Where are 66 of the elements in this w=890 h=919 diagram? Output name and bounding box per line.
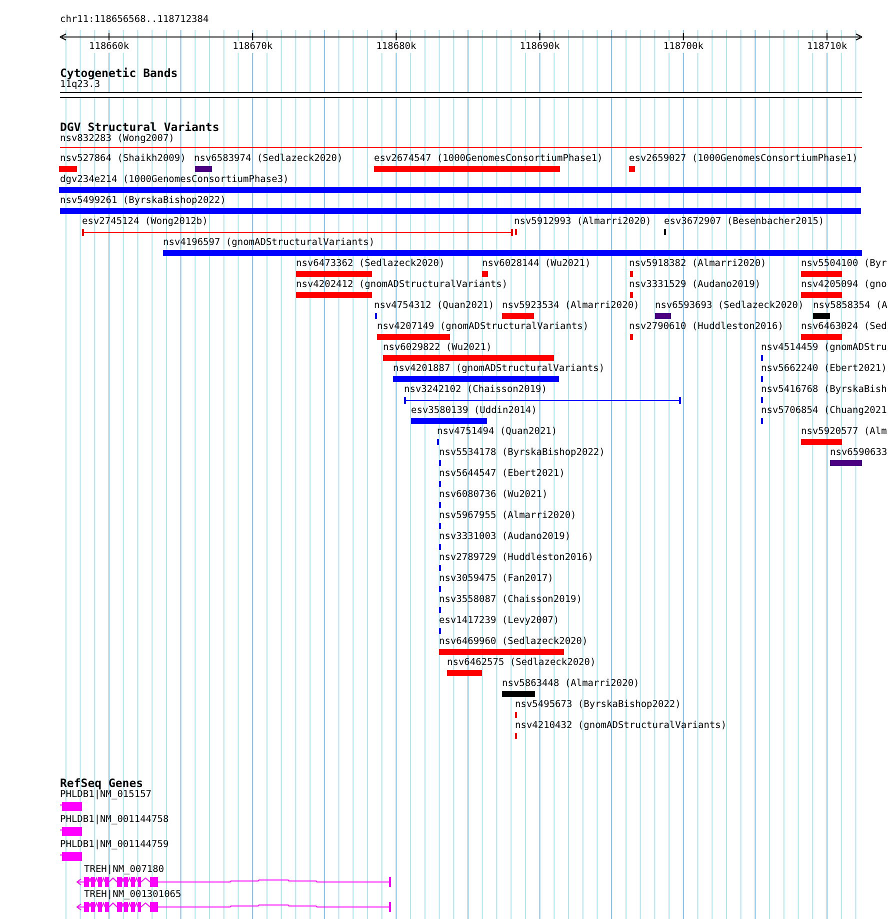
- variant-label: nsv5863448 (Almarri2020): [502, 678, 640, 690]
- variant-label: nsv527864 (Shaikh2009): [60, 153, 186, 165]
- variant-label: nsv5923534 (Almarri2020): [502, 300, 640, 312]
- axis-tick-label: 118710k: [806, 41, 848, 53]
- variant-label: nsv6593693 (Sedlazeck2020): [655, 300, 804, 312]
- variant-label: nsv6590633: [830, 447, 888, 459]
- variant-label: esv2674547 (1000GenomesConsortiumPhase1): [374, 153, 603, 165]
- track-title: DGV Structural Variants: [60, 121, 220, 133]
- variant-label: nsv6462575 (Sedlazeck2020): [447, 657, 596, 669]
- variant-label: esv2745124 (Wong2012b): [82, 216, 208, 228]
- variant-label: nsv3331529 (Audano2019): [629, 279, 761, 291]
- variant-label: nsv5706854 (Chuang2021: [761, 405, 887, 417]
- axis-tick-label: 118680k: [375, 41, 418, 53]
- region-label: chr11:118656568..118712384: [60, 14, 209, 26]
- axis-tick-label: 118690k: [518, 41, 561, 53]
- variant-label: nsv5918382 (Almarri2020): [629, 258, 766, 270]
- variant-label: nsv4196597 (gnomADStructuralVariants): [163, 237, 375, 249]
- variant-label: nsv832283 (Wong2007): [60, 133, 174, 145]
- variant-label: nsv6463024 (Sed: [801, 321, 887, 333]
- variant-label: nsv4207149 (gnomADStructuralVariants): [377, 321, 589, 333]
- gene-label: PHLDB1|NM_015157: [60, 789, 152, 801]
- variant-label: nsv2789729 (Huddleston2016): [439, 552, 594, 564]
- variant-label: nsv6469960 (Sedlazeck2020): [439, 636, 588, 648]
- variant-label: dgv234e214 (1000GenomesConsortiumPhase3): [60, 174, 289, 186]
- variant-label: esv2659027 (1000GenomesConsortiumPhase1): [629, 153, 858, 165]
- variant-label: nsv6473362 (Sedlazeck2020): [296, 258, 445, 270]
- variant-label: nsv5416768 (ByrskaBish: [761, 384, 887, 396]
- variant-label: nsv3558087 (Chaisson2019): [439, 594, 582, 606]
- variant-label: nsv2790610 (Huddleston2016): [629, 321, 784, 333]
- variant-label: esv3672907 (Besenbacher2015): [664, 216, 824, 228]
- variant-label: nsv4514459 (gnomADStru: [761, 342, 887, 354]
- axis-tick-label: 118660k: [88, 41, 130, 53]
- gene-label: PHLDB1|NM_001144758: [60, 814, 169, 826]
- axis-tick-label: 118670k: [232, 41, 274, 53]
- gene-label: PHLDB1|NM_001144759: [60, 839, 169, 851]
- variant-label: nsv5967955 (Almarri2020): [439, 510, 576, 522]
- variant-label: nsv5912993 (Almarri2020): [514, 216, 652, 228]
- gene-label: TREH|NM_007180: [84, 864, 164, 876]
- variant-label: nsv4202412 (gnomADStructuralVariants): [296, 279, 508, 291]
- gene-label: TREH|NM_001301065: [84, 889, 182, 901]
- axis-tick-label: 118700k: [662, 41, 704, 53]
- variant-label: nsv4751494 (Quan2021): [437, 426, 558, 438]
- variant-label: nsv3059475 (Fan2017): [439, 573, 554, 585]
- variant-label: nsv5662240 (Ebert2021): [761, 363, 887, 375]
- band-label: 11q23.3: [60, 79, 100, 91]
- variant-label: nsv5534178 (ByrskaBishop2022): [439, 447, 605, 459]
- variant-label: nsv4205094 (gno: [801, 279, 887, 291]
- track-title: Cytogenetic Bands: [60, 67, 178, 79]
- variant-label: nsv4754312 (Quan2021): [374, 300, 494, 312]
- variant-label: nsv6080736 (Wu2021): [439, 489, 548, 501]
- variant-label: nsv4201887 (gnomADStructuralVariants): [393, 363, 605, 375]
- variant-label: nsv5495673 (ByrskaBishop2022): [515, 699, 681, 711]
- variant-label: nsv5858354 (A: [813, 300, 888, 312]
- variant-label: nsv5499261 (ByrskaBishop2022): [60, 195, 226, 207]
- variant-label: nsv3331003 (Audano2019): [439, 531, 571, 543]
- variant-label: nsv5504100 (Byr: [801, 258, 887, 270]
- variant-label: nsv5644547 (Ebert2021): [439, 468, 565, 480]
- variant-label: esv3580139 (Uddin2014): [411, 405, 537, 417]
- variant-label: nsv6028144 (Wu2021): [482, 258, 591, 270]
- variant-label: nsv5920577 (Alm: [801, 426, 887, 438]
- track-title: RefSeq Genes: [60, 777, 144, 789]
- variant-label: nsv4210432 (gnomADStructuralVariants): [515, 720, 727, 732]
- variant-label: esv1417239 (Levy2007): [439, 615, 560, 627]
- variant-label: nsv6029822 (Wu2021): [383, 342, 492, 354]
- variant-label: nsv6583974 (Sedlazeck2020): [194, 153, 343, 165]
- variant-label: nsv3242102 (Chaisson2019): [404, 384, 547, 396]
